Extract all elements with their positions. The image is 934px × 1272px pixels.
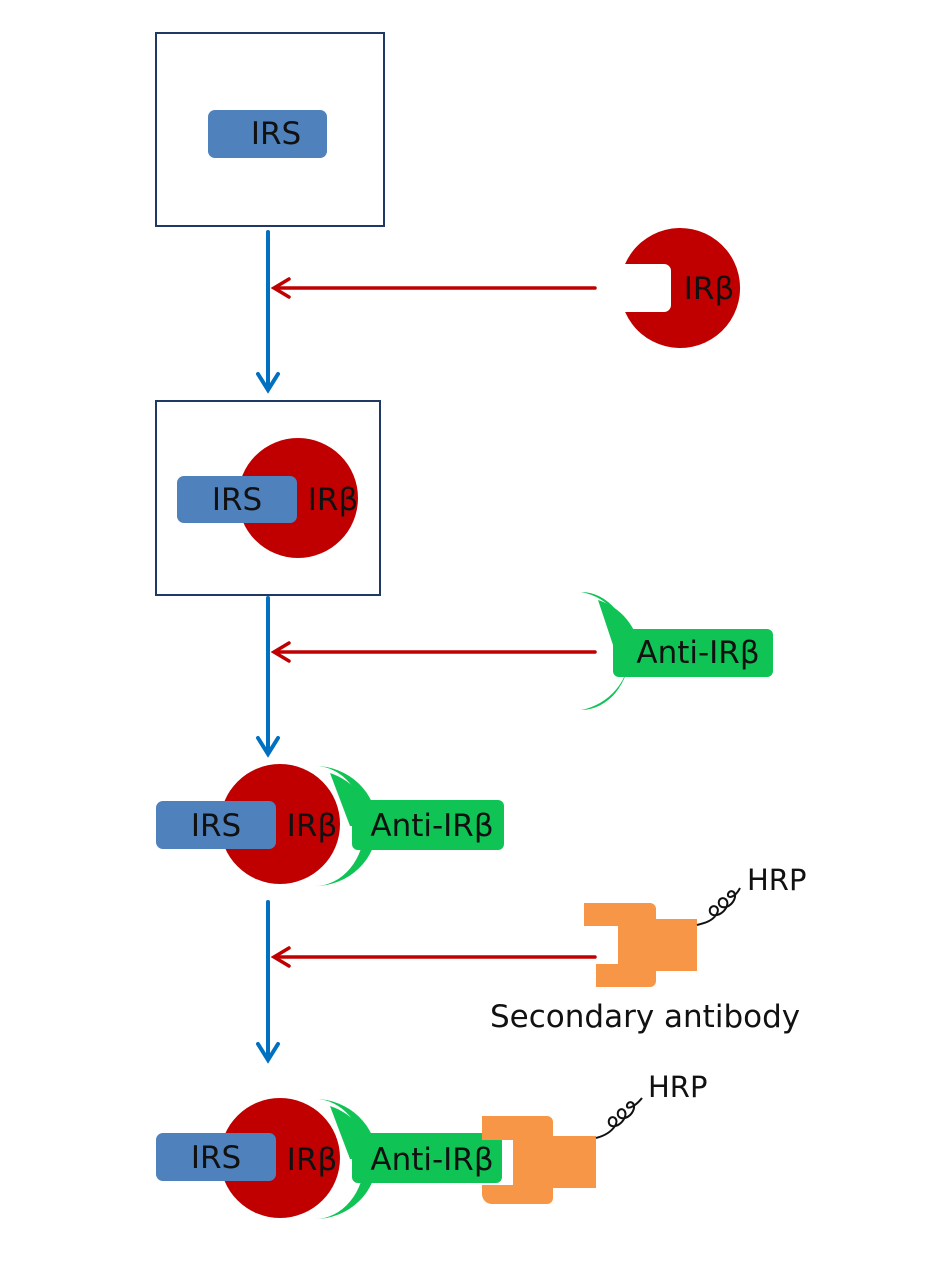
hrp-label: HRP bbox=[747, 863, 806, 897]
anti-ir-beta-tail bbox=[613, 629, 773, 677]
irs-label: IRS bbox=[212, 482, 262, 518]
hrp-label: HRP bbox=[648, 1070, 707, 1104]
anti-ir-beta-label: Anti-IRβ bbox=[370, 808, 493, 844]
stage-1-irs: IRS bbox=[155, 32, 385, 227]
ir-beta-label: IRβ bbox=[684, 271, 734, 307]
ir-beta-circle bbox=[238, 438, 358, 558]
irs-block bbox=[156, 1133, 276, 1181]
anti-ir-beta-tail bbox=[352, 800, 504, 850]
stage-4-full-complex: IRS IRβ Anti-IRβ HRP bbox=[156, 1070, 707, 1219]
anti-ir-beta-cup bbox=[315, 1099, 377, 1219]
irs-block bbox=[156, 801, 276, 849]
anti-ir-beta-label: Anti-IRβ bbox=[370, 1142, 493, 1178]
ir-beta-label: IRβ bbox=[287, 808, 337, 844]
addition-arrow-anti-ir-beta bbox=[270, 641, 597, 663]
irs-label: IRS bbox=[251, 116, 301, 152]
flow-arrow-2 bbox=[256, 596, 280, 758]
anti-ir-beta-cup bbox=[315, 766, 377, 886]
anti-ir-beta-tail bbox=[352, 1133, 502, 1183]
ir-beta-pacman bbox=[625, 227, 741, 348]
ir-beta-label: IRβ bbox=[308, 482, 358, 518]
irs-block bbox=[208, 110, 327, 158]
hrp-linker bbox=[696, 887, 741, 926]
stage-1-box bbox=[155, 32, 385, 227]
added-secondary-antibody: HRP Secondary antibody bbox=[490, 863, 806, 1035]
addition-arrow-ir-beta bbox=[270, 277, 597, 299]
irs-label: IRS bbox=[191, 808, 241, 844]
stage-2-box bbox=[155, 400, 381, 596]
added-ir-beta: IRβ bbox=[625, 227, 741, 348]
added-anti-ir-beta: Anti-IRβ bbox=[581, 592, 773, 710]
stage-2-irs-ir-beta: IRS IRβ bbox=[155, 400, 381, 596]
ir-beta-circle bbox=[220, 764, 340, 884]
ir-beta-circle bbox=[220, 1098, 340, 1218]
flow-arrow-1 bbox=[256, 230, 280, 394]
hrp-linker bbox=[595, 1097, 643, 1139]
flow-arrow-3 bbox=[256, 900, 280, 1064]
ir-beta-label: IRβ bbox=[287, 1142, 337, 1178]
anti-ir-beta-label: Anti-IRβ bbox=[636, 635, 759, 671]
irs-label: IRS bbox=[191, 1140, 241, 1176]
secondary-antibody-label: Secondary antibody bbox=[490, 999, 800, 1035]
addition-arrow-secondary-antibody bbox=[270, 946, 597, 968]
secondary-antibody-shape bbox=[584, 903, 697, 987]
stage-3-complex: IRS IRβ Anti-IRβ bbox=[156, 764, 504, 886]
secondary-antibody-shape bbox=[482, 1116, 596, 1204]
irs-block bbox=[177, 476, 297, 523]
